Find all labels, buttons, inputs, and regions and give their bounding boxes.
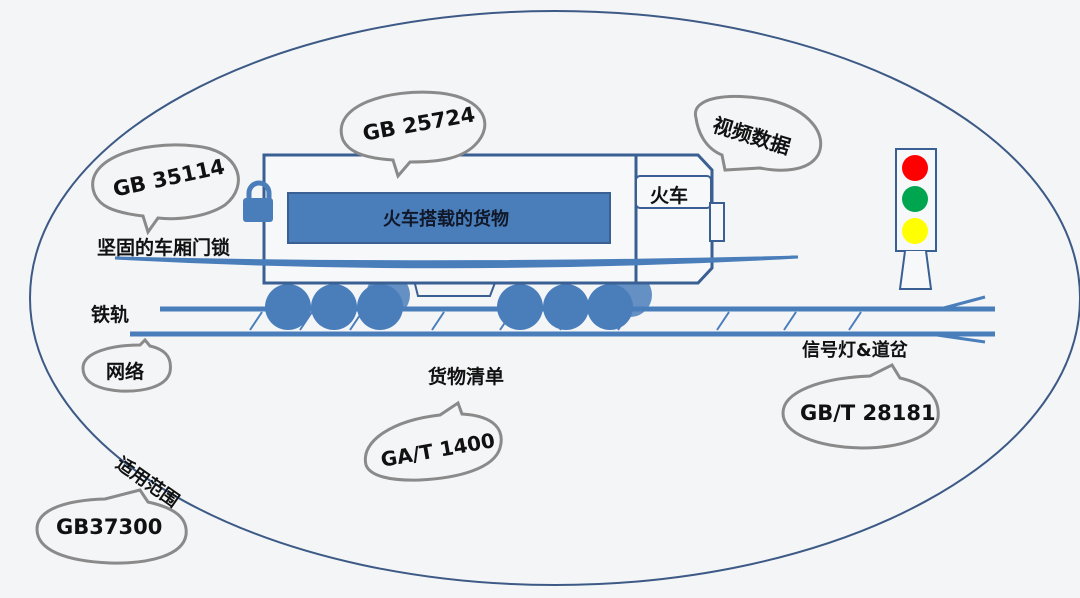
bubble-video-data: [693, 94, 823, 172]
bubble-text-gb37300: GB37300: [56, 515, 163, 539]
cargo-label: 火车搭载的货物: [383, 209, 509, 230]
bubble-gb37300: [35, 488, 188, 565]
locomotive-headlight: [709, 202, 725, 242]
cargo-box: [287, 192, 611, 244]
bubble-gb35114: [91, 143, 240, 236]
bubble-network: [81, 337, 172, 393]
cargo-manifest-label: 货物清单: [428, 366, 505, 388]
bubble-gbt28181: [781, 363, 940, 450]
traffic-light-icon: [895, 148, 937, 290]
locomotive-label: 火车: [650, 185, 689, 207]
padlock-icon: [243, 180, 273, 222]
bubble-gat1400: [363, 400, 503, 482]
rail-label: 铁轨: [91, 304, 130, 326]
locomotive-window: [635, 175, 712, 209]
door-lock-label: 坚固的车厢门锁: [97, 237, 231, 259]
bubble-text-network: 网络: [106, 361, 145, 383]
signal-switch-label: 信号灯&道岔: [802, 340, 908, 361]
bubble-text-gbt28181: GB/T 28181: [800, 401, 936, 425]
bubble-gb25724: [339, 90, 487, 180]
platform-swoosh: [114, 255, 799, 269]
train-wheels: [265, 273, 652, 330]
scope-ellipse: [29, 10, 1080, 586]
